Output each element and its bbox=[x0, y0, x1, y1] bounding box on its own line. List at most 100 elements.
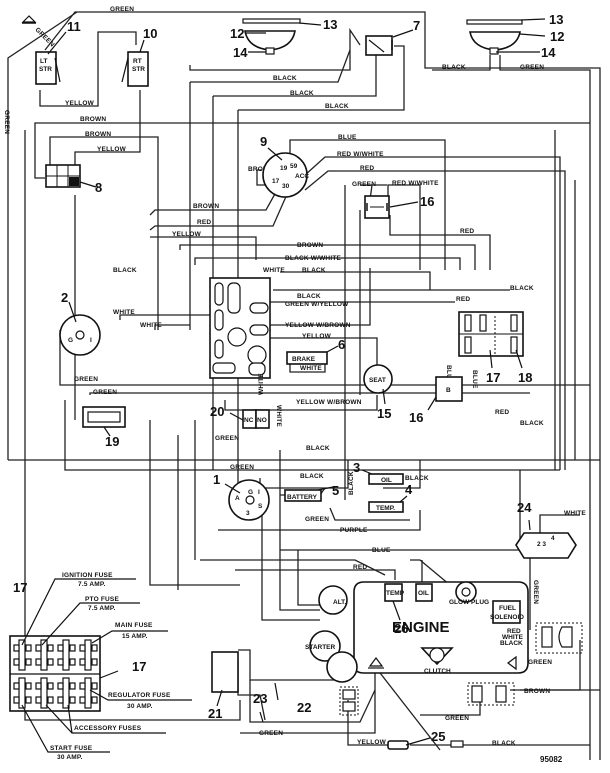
wire-label: GREEN bbox=[215, 435, 239, 442]
svg-text:ACC: ACC bbox=[295, 173, 309, 180]
wire-green-clutch bbox=[420, 695, 481, 716]
svg-text:4: 4 bbox=[551, 535, 555, 542]
wire-brown-pto2 bbox=[149, 191, 277, 216]
battery-box bbox=[211, 651, 239, 693]
wire-label: BLACK W/WHITE bbox=[285, 255, 341, 262]
wire-white-2 bbox=[154, 324, 190, 330]
wire-8-left bbox=[34, 175, 45, 179]
svg-text:WHITE: WHITE bbox=[502, 634, 524, 641]
svg-text:3: 3 bbox=[246, 510, 250, 517]
svg-text:A: A bbox=[235, 495, 240, 502]
wire-label: WHITE bbox=[275, 405, 282, 427]
wire-battery-box bbox=[237, 660, 266, 721]
wire-label: GREEN bbox=[93, 389, 117, 396]
wire-brown-2 bbox=[49, 136, 159, 330]
wire-label: GREEN bbox=[352, 181, 376, 188]
svg-text:SOLENOID: SOLENOID bbox=[490, 614, 524, 621]
wire-label: YELLOW W/BROWN bbox=[296, 399, 362, 406]
wire-brown-1 bbox=[34, 122, 590, 175]
svg-text:STARTER: STARTER bbox=[305, 644, 336, 651]
wire-black-rh bbox=[432, 55, 491, 71]
wire-yellow-main bbox=[150, 236, 257, 260]
wire-label: RED bbox=[353, 564, 367, 571]
wire-label: YELLOW bbox=[172, 231, 202, 238]
wire-label: GREEN bbox=[34, 26, 56, 48]
wire-label: YELLOW bbox=[357, 739, 387, 746]
callout-8: 8 bbox=[95, 180, 102, 195]
temp-sensor: TEMP. bbox=[368, 501, 404, 513]
wire-label: BROWN bbox=[524, 688, 550, 695]
engine-temp-sender: TEMP bbox=[384, 583, 405, 602]
callout-26: 26 bbox=[394, 621, 408, 636]
callout-3: 3 bbox=[353, 460, 360, 475]
wire-green-19b bbox=[89, 392, 530, 395]
fuse-label-start: START FUSE bbox=[50, 745, 93, 752]
seat-switch: SEAT bbox=[363, 364, 393, 394]
wire-label: BLACK bbox=[405, 475, 429, 482]
svg-text:BRAKE: BRAKE bbox=[292, 356, 316, 363]
fuse-cells bbox=[13, 639, 98, 709]
wire-label: RED bbox=[456, 296, 470, 303]
svg-text:30: 30 bbox=[282, 183, 290, 190]
wire-blue-pto bbox=[289, 139, 446, 270]
svg-text:19: 19 bbox=[280, 165, 288, 172]
callout-18: 18 bbox=[518, 370, 532, 385]
wire-label: GREEN bbox=[259, 730, 283, 737]
fuse-rating-ignition: 7.5 AMP. bbox=[78, 581, 106, 588]
wire-label: WHITE bbox=[564, 510, 586, 517]
fuse-label-accessory: ACCESSORY FUSES bbox=[74, 725, 142, 732]
wire-yellow-str bbox=[39, 31, 137, 107]
wire-label: YELLOW bbox=[97, 146, 127, 153]
svg-text:GLOW PLUG: GLOW PLUG bbox=[449, 599, 489, 606]
callout-22: 22 bbox=[297, 700, 311, 715]
starter-motor: STARTER bbox=[305, 630, 358, 683]
wire-label: GREEN bbox=[110, 6, 134, 13]
relay-16-upper bbox=[364, 195, 390, 219]
wire-label: GREEN bbox=[528, 659, 552, 666]
svg-text:OIL: OIL bbox=[418, 590, 429, 597]
fuse-label-ignition: IGNITION FUSE bbox=[62, 572, 113, 579]
svg-text:NO: NO bbox=[257, 417, 267, 424]
interlock-switch: NC NO bbox=[242, 409, 270, 429]
wire-label: BROWN bbox=[80, 116, 106, 123]
wire-label: GREEN bbox=[532, 580, 539, 604]
wire-label: GREEN bbox=[305, 516, 329, 523]
fuse-slot bbox=[13, 639, 32, 671]
wire-green-top bbox=[44, 11, 601, 760]
wire-label: GREEN bbox=[74, 376, 98, 383]
wire-green-lower bbox=[64, 400, 560, 471]
fuse-rating-start: 30 AMP. bbox=[57, 754, 83, 761]
callout-16-upper: 16 bbox=[420, 194, 434, 209]
svg-text:G: G bbox=[68, 337, 73, 344]
wire-red-pto2 bbox=[149, 191, 289, 231]
svg-text:B: B bbox=[446, 387, 451, 394]
svg-text:ALT.: ALT. bbox=[333, 599, 346, 606]
callout-7: 7 bbox=[413, 18, 420, 33]
svg-text:ENGINE: ENGINE bbox=[392, 619, 450, 636]
callout-16-lower: 16 bbox=[409, 410, 423, 425]
wire-black-relay3 bbox=[238, 45, 405, 111]
wire-label: BLACK bbox=[300, 473, 324, 480]
wire-label: BLACK bbox=[113, 267, 137, 274]
wire-v1 bbox=[149, 420, 240, 586]
ground-symbol-icon bbox=[21, 15, 37, 24]
callout-11: 11 bbox=[67, 19, 81, 34]
wire-labels: GREEN GREEN YELLOW BROWN BROWN YELLOW BL… bbox=[3, 6, 586, 747]
svg-text:59: 59 bbox=[290, 163, 298, 170]
callout-23: 23 bbox=[253, 691, 267, 706]
brake-switch: BRAKE bbox=[286, 351, 328, 365]
wire-label: BLACK bbox=[306, 445, 330, 452]
wire-label: BLACK bbox=[492, 740, 516, 747]
callout-19: 19 bbox=[105, 434, 119, 449]
fuse-block-right bbox=[458, 311, 524, 357]
callout-20: 20 bbox=[210, 404, 224, 419]
fuel-solenoid-connector bbox=[535, 622, 583, 654]
svg-text:I: I bbox=[258, 489, 260, 496]
clutch-connector bbox=[467, 682, 515, 706]
callout-4: 4 bbox=[405, 482, 413, 497]
fuse-rating-main: 15 AMP. bbox=[122, 633, 148, 640]
svg-text:TEMP.: TEMP. bbox=[376, 505, 395, 512]
svg-text:LT: LT bbox=[40, 58, 47, 65]
callout-10: 10 bbox=[143, 26, 157, 41]
wire-label: WHITE bbox=[300, 365, 322, 372]
